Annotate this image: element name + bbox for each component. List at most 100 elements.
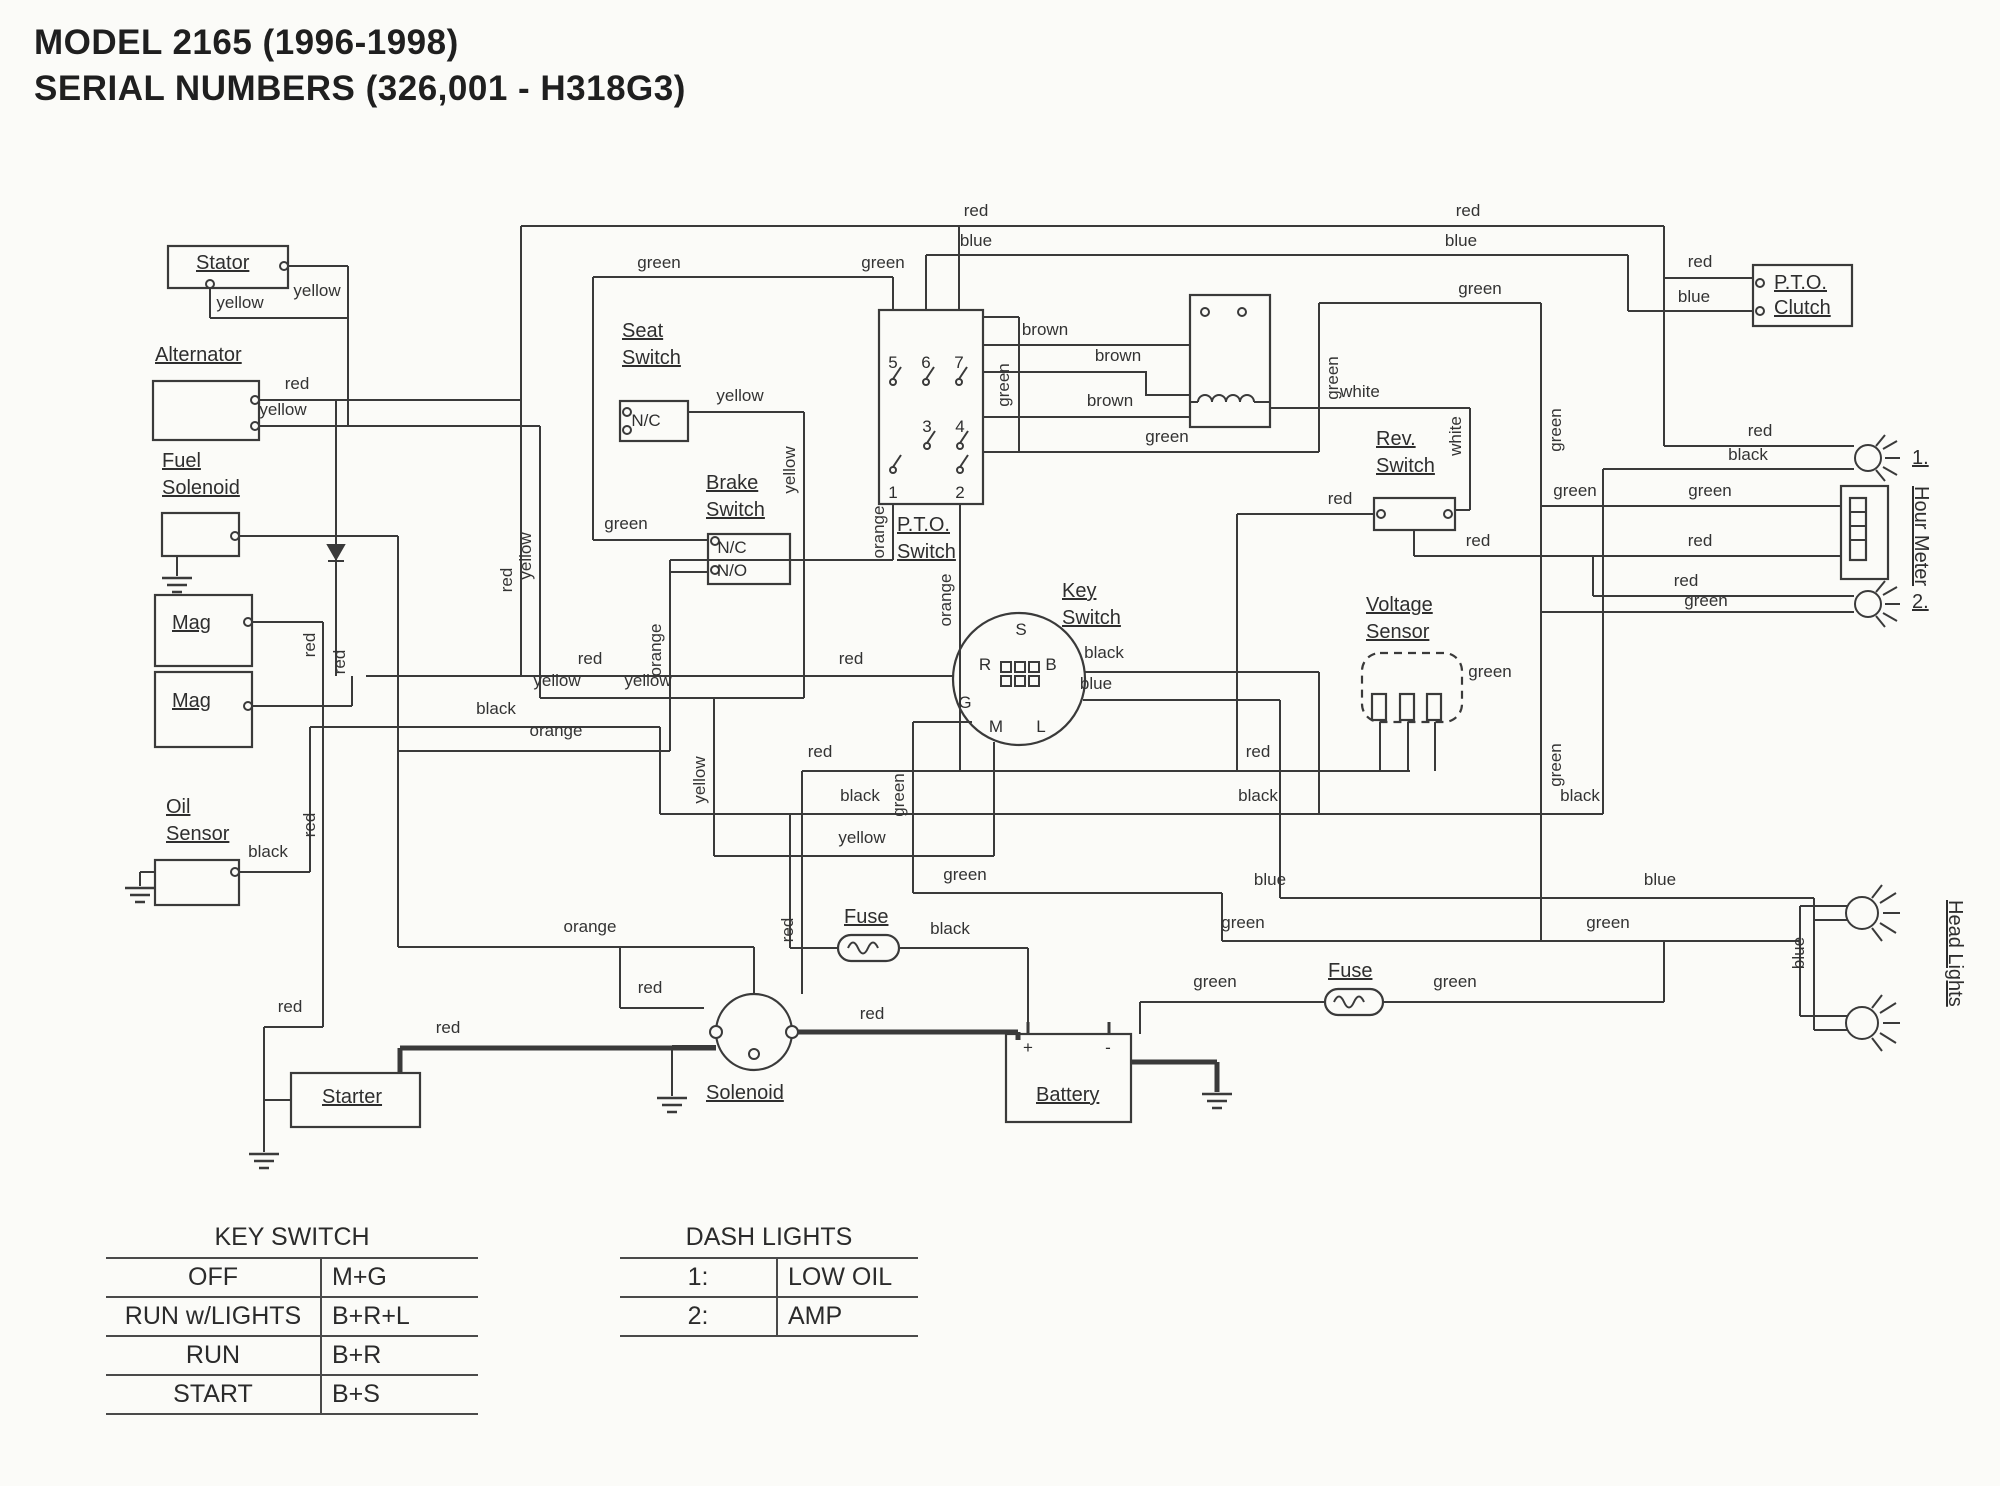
component-label: Starter: [322, 1086, 383, 1108]
terminal-layer: [205, 261, 1765, 1060]
voltage-sensor-pin2: [1398, 692, 1416, 722]
pin-label: M: [988, 717, 1004, 736]
wire-color-label: red: [1673, 571, 1699, 590]
wire-color-label: orange: [646, 623, 665, 677]
wire-color-label: red: [330, 649, 349, 675]
voltage-sensor-pin1: [1370, 692, 1388, 722]
key-switch-circuit: B+S: [320, 1376, 478, 1413]
pto-clutch-terminal: [1755, 278, 1765, 288]
wire-color-label: red: [1465, 531, 1491, 550]
dash-light-number: 2:: [687, 1302, 709, 1330]
wire-color-label: green: [1684, 591, 1728, 610]
stator-terminal: [205, 279, 215, 289]
wire-color-label: orange: [563, 917, 617, 936]
wire-color-label: yellow: [516, 532, 535, 580]
wire-color-label: red: [838, 649, 864, 668]
wire-color-label: white: [1340, 382, 1380, 401]
wire-color-label: brown: [1094, 346, 1142, 365]
key-switch-table-row: START B+S: [106, 1376, 478, 1415]
key-switch-table-row: RUN B+R: [106, 1337, 478, 1376]
wire-color-label: green: [889, 773, 908, 817]
component-label: P.T.O.: [897, 514, 950, 536]
component-label: Sensor: [166, 823, 230, 845]
dash-lights-table-row: 1: LOW OIL: [620, 1259, 918, 1298]
diode-symbol: [326, 544, 346, 562]
wire-color-label: black: [1560, 786, 1600, 805]
dash-light-number: 1:: [687, 1263, 709, 1291]
hour-meter-box: [1839, 484, 1890, 581]
component-label: P.T.O.: [1774, 272, 1827, 294]
pin-label: +: [1023, 1038, 1033, 1057]
mag1-box: [153, 593, 254, 668]
wire-color-label: red: [1455, 201, 1481, 220]
pin-label: 7: [954, 353, 964, 372]
component-label: Rev.: [1376, 428, 1416, 450]
key-switch-circuit: M+G: [320, 1259, 478, 1296]
pin-label: L: [1036, 717, 1046, 736]
fuel-solenoid-box: [160, 511, 241, 558]
symbol-layer: [125, 366, 1900, 1170]
solenoid-stud: [748, 1048, 760, 1060]
key-switch-table-row: RUN w/LIGHTS B+R+L: [106, 1298, 478, 1337]
pto-contact: [889, 378, 897, 386]
wire-color-label: green: [1553, 481, 1597, 500]
rev-switch-box: [1372, 496, 1457, 532]
hour-meter-ticks: [1850, 511, 1866, 541]
wire-color-label: black: [1238, 786, 1278, 805]
wire-color-label: blue: [1444, 231, 1478, 250]
wire-color-label: orange: [869, 505, 888, 559]
battery-box: [1004, 1032, 1133, 1124]
component-label: Solenoid: [706, 1082, 784, 1104]
wire-color-label: yellow: [293, 281, 341, 300]
fuel-solenoid-terminal: [230, 531, 240, 541]
wire-color-label: red: [859, 1004, 885, 1023]
wire-color-label: green: [1145, 427, 1189, 446]
component-label: Mag: [172, 612, 211, 634]
dash-light-2-icon: [1854, 580, 1900, 628]
pin-label: N/C: [717, 538, 747, 557]
key-switch-contacts: [1000, 661, 1040, 687]
component-label: 1.: [1912, 447, 1929, 469]
wire-color-label: yellow: [838, 828, 886, 847]
wire-color-label: red: [1687, 252, 1713, 271]
alternator-terminal: [250, 395, 260, 405]
wire-color-label: yellow: [690, 756, 709, 804]
component-label: Solenoid: [162, 477, 240, 499]
wire-color-label: green: [994, 363, 1013, 407]
component-label: Seat: [622, 320, 664, 342]
wire-color-label: red: [284, 374, 310, 393]
head-light-1-icon: [1845, 884, 1900, 942]
wire-color-label: green: [1433, 972, 1477, 991]
wire-color-label: green: [1688, 481, 1732, 500]
seat-switch-terminal: [622, 425, 632, 435]
component-label: Stator: [196, 252, 250, 274]
component-label: Oil: [166, 796, 191, 818]
pin-label: 6: [921, 353, 931, 372]
component-label: Switch: [1062, 607, 1121, 629]
diagram-title: MODEL 2165 (1996-1998) SERIAL NUMBERS (3…: [34, 20, 686, 111]
component-label: Head Lights: [1944, 900, 1966, 1007]
pin-label: N/O: [716, 561, 748, 580]
component-label: Battery: [1036, 1084, 1100, 1106]
mag2-box: [153, 670, 254, 749]
wire-color-label: black: [248, 842, 288, 861]
wire-color-label: yellow: [216, 293, 264, 312]
voltage-sensor-pin3: [1425, 692, 1443, 722]
component-label: Hour Meter: [1910, 486, 1932, 587]
wire-color-label: black: [930, 919, 970, 938]
wire-color-label: red: [963, 201, 989, 220]
solenoid-terminal: [709, 1025, 723, 1039]
oil-sensor-box: [153, 858, 241, 907]
fuse2-element: [1333, 995, 1365, 1009]
key-switch-circuit: B+R+L: [320, 1298, 478, 1335]
wire-color-label: green: [1468, 662, 1512, 681]
pin-label: 4: [955, 417, 965, 436]
component-label: Mag: [172, 690, 211, 712]
dash-lights-table-row: 2: AMP: [620, 1298, 918, 1337]
coil-terminal: [1237, 307, 1247, 317]
key-switch-table-title: KEY SWITCH: [106, 1220, 478, 1259]
stator-terminal: [279, 261, 289, 271]
pin-label: -: [1105, 1038, 1111, 1057]
key-switch-table-rows: OFF M+G RUN w/LIGHTS B+R+L RUN B+R START…: [106, 1259, 478, 1415]
